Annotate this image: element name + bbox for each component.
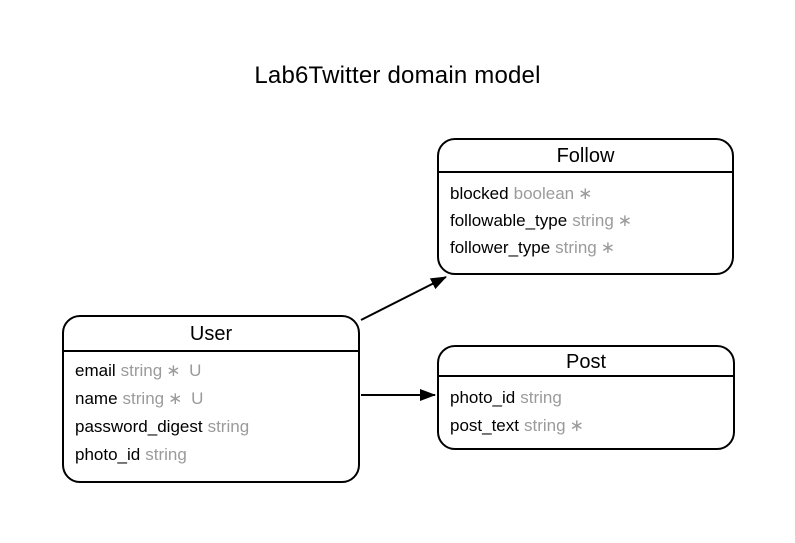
entity-user-header: User (64, 317, 358, 352)
diagram-title: Lab6Twitter domain model (254, 62, 541, 89)
attribute-name: email (75, 361, 116, 380)
attribute-name: photo_id (75, 445, 141, 464)
entity-follow-title: Follow (556, 145, 615, 167)
entity-follow-header: Follow (439, 140, 732, 173)
attribute-row: post_text string∗ (450, 412, 733, 440)
attribute-type: string (207, 417, 250, 436)
entity-post-header: Post (439, 347, 733, 377)
attribute-flags: ∗ U (168, 389, 206, 408)
attribute-flags: ∗ (578, 184, 595, 203)
attribute-type: string (120, 361, 163, 380)
attribute-type: string (145, 445, 187, 464)
arrow-user-to-follow (360, 276, 447, 321)
attribute-flags: ∗ (569, 416, 586, 435)
attribute-name: post_text (450, 416, 519, 435)
attribute-type: string (520, 388, 562, 407)
attribute-flags: ∗ (600, 238, 617, 257)
attribute-flags: ∗ (617, 211, 635, 230)
attribute-name: followable_type (450, 211, 568, 230)
attribute-name: follower_type (450, 238, 551, 257)
attribute-type: boolean (513, 184, 575, 203)
entity-user-title: User (189, 323, 233, 345)
entity-post-title: Post (565, 351, 607, 373)
attribute-name: password_digest (75, 417, 203, 436)
attribute-type: string (122, 389, 165, 408)
attribute-name: name (75, 389, 118, 408)
attribute-name: blocked (450, 184, 509, 203)
attribute-type: string (572, 211, 614, 230)
attribute-type: string (524, 416, 566, 435)
attribute-type: string (555, 238, 597, 257)
attribute-name: photo_id (450, 388, 516, 407)
attribute-flags: ∗ U (166, 361, 204, 380)
